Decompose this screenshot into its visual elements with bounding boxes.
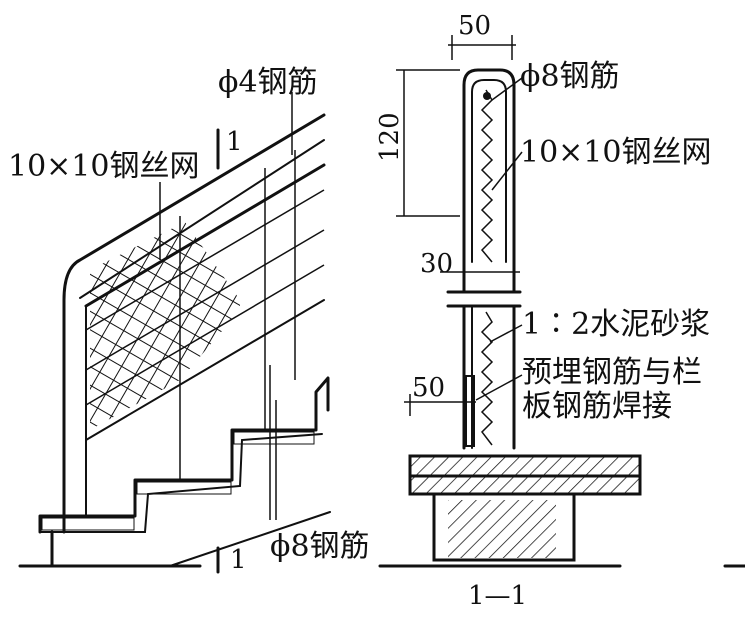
beam-outline xyxy=(432,492,576,562)
phi8-rebar-dot xyxy=(483,92,491,100)
label-phi8-rebar-right: ϕ8钢筋 xyxy=(520,59,620,94)
label-wire-mesh-left: 10×10钢丝网 xyxy=(8,149,199,184)
beam-hatch xyxy=(448,500,556,558)
label-mortar: 1∶2水泥砂浆 xyxy=(522,307,710,342)
label-dim-50-left: 50 xyxy=(412,373,445,403)
stair-elevation: ϕ4钢筋 10×10钢丝网 1 1 ϕ8钢筋 xyxy=(8,65,370,575)
section-1-1: 50 120 ϕ8钢筋 10×10钢丝网 30 1∶2水泥砂浆 50 预埋钢筋与… xyxy=(375,11,711,611)
step-3 xyxy=(233,431,315,445)
label-section-title: 1—1 xyxy=(468,581,527,611)
label-phi8-rebar-bottom: ϕ8钢筋 xyxy=(270,529,370,564)
label-dim-120: 120 xyxy=(375,112,405,162)
label-dim-50-top: 50 xyxy=(458,11,491,41)
label-section-mark-top: 1 xyxy=(226,127,243,157)
stair-soffit xyxy=(169,511,331,567)
step-2 xyxy=(136,481,232,495)
wire-mesh-area xyxy=(90,222,240,430)
stair-steps-lower xyxy=(39,433,323,533)
panel-top-outline xyxy=(462,68,516,272)
panel-top-inner xyxy=(471,79,507,263)
label-dim-30: 30 xyxy=(420,249,453,279)
bottom-rail xyxy=(85,299,325,441)
stair-steps xyxy=(38,376,330,534)
leader-mesh-right xyxy=(491,151,523,191)
label-phi4-rebar: ϕ4钢筋 xyxy=(218,65,318,100)
wire-mesh-section xyxy=(480,89,494,263)
leader-embed xyxy=(475,374,523,401)
embedded-bar xyxy=(465,375,475,447)
step-1 xyxy=(41,517,135,531)
leader-phi8-right xyxy=(491,77,523,101)
leader-mortar xyxy=(489,324,523,343)
top-rail-upper xyxy=(62,113,326,302)
label-embed-line2: 板钢筋焊接 xyxy=(522,389,672,424)
label-section-mark-bottom: 1 xyxy=(230,545,247,575)
label-wire-mesh-right: 10×10钢丝网 xyxy=(520,135,711,170)
label-embed-line1: 预埋钢筋与栏 xyxy=(522,355,702,390)
wire-mesh-section-lower xyxy=(480,311,494,446)
